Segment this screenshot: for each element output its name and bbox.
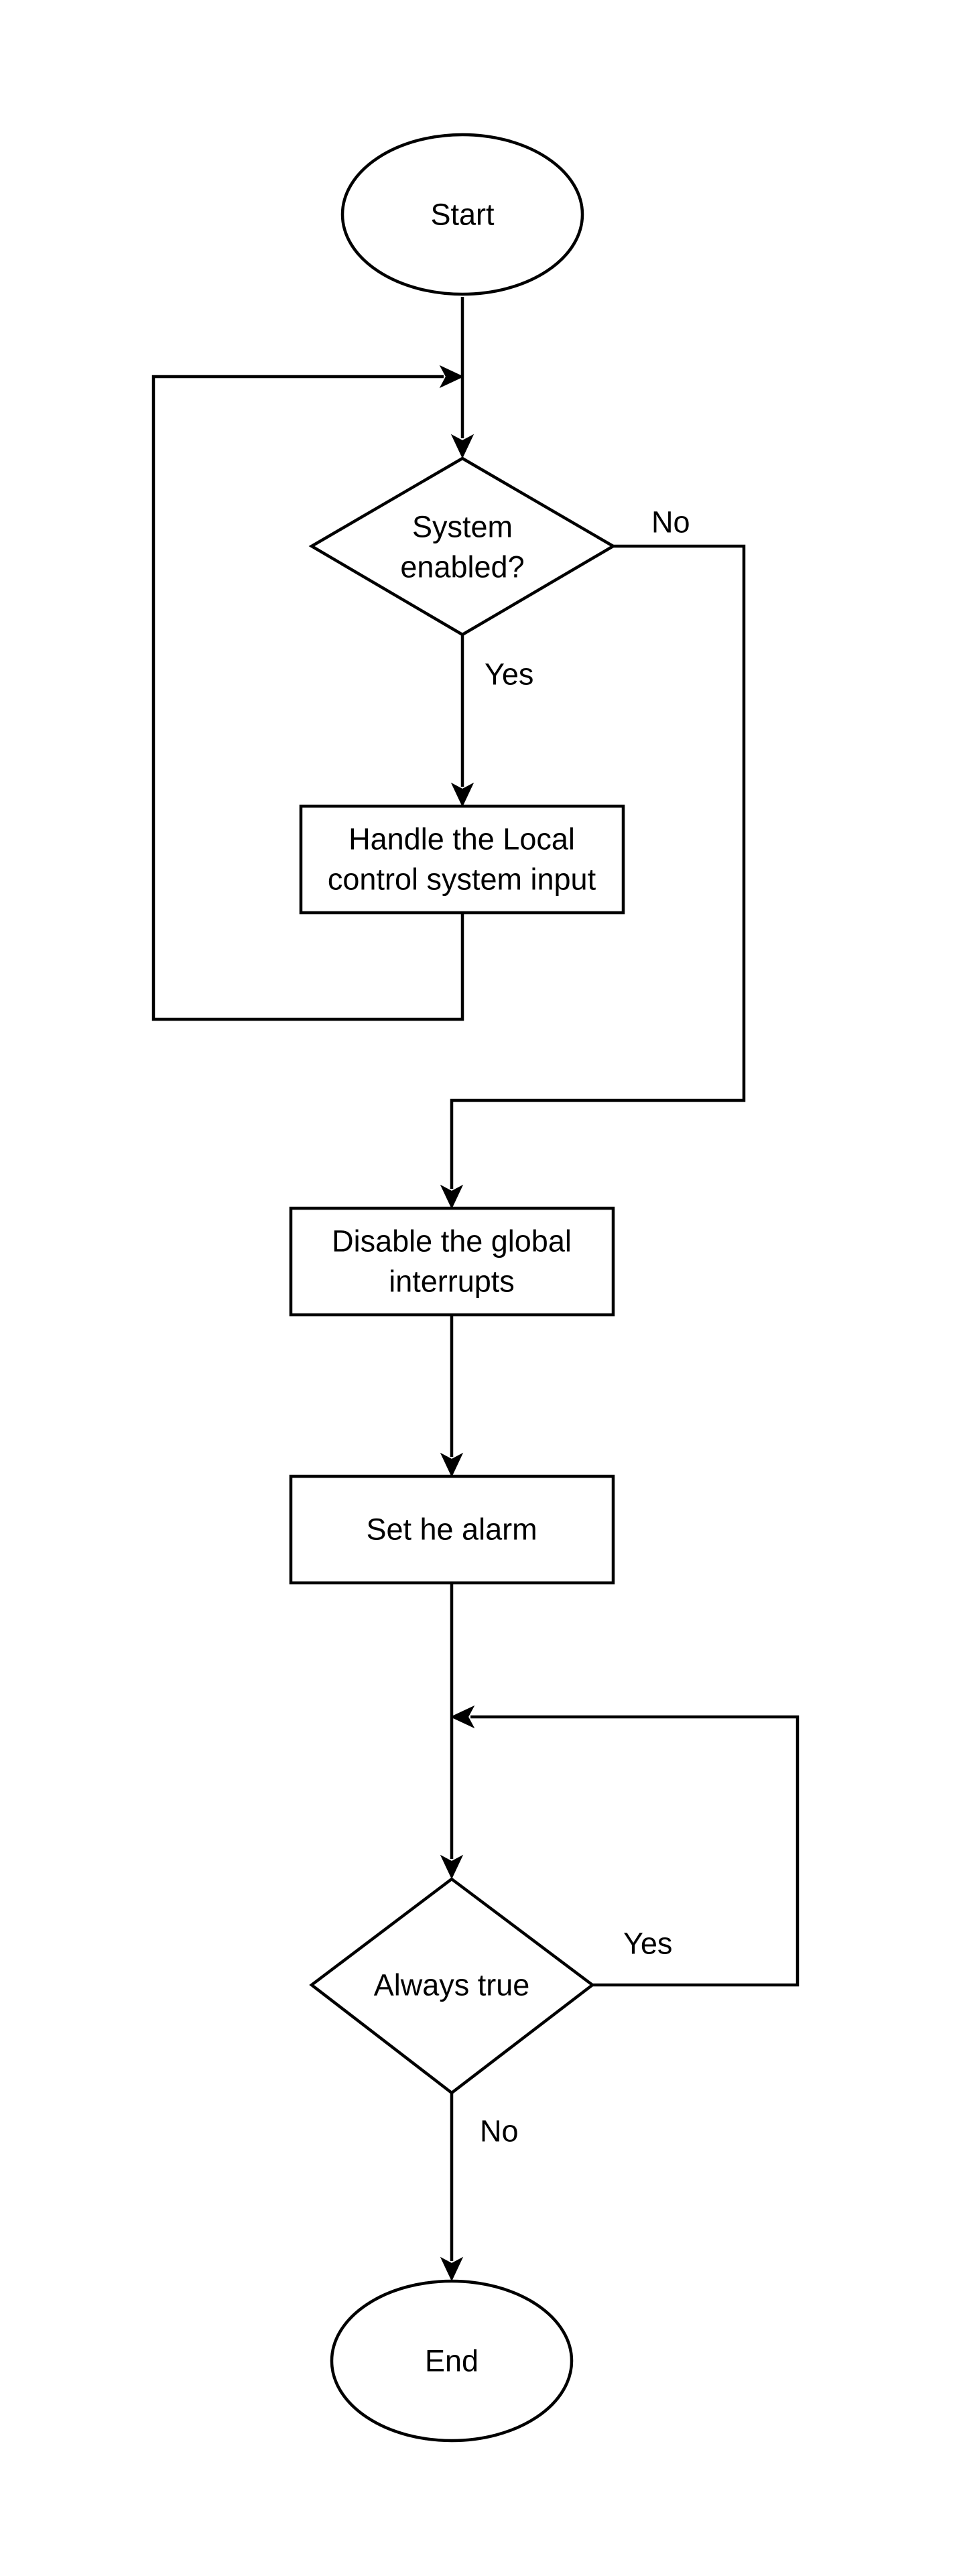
- edge-label-always-true-no: No: [480, 2114, 519, 2148]
- arrowhead-handle-local-top: [450, 782, 474, 808]
- edge-handle-local-loop-back: [151, 375, 464, 1021]
- node-label-always-true: Always true: [374, 1968, 530, 2002]
- process-set-alarm-shape: [289, 1474, 615, 1585]
- node-label-system-enabled-line1: System: [412, 510, 513, 544]
- edge-label-system-enabled-yes: Yes: [485, 657, 533, 692]
- node-label-disable-line1: Disable the global: [332, 1224, 572, 1259]
- decision-system-enabled-shape: [308, 456, 617, 637]
- edge-label-always-true-yes: Yes: [623, 1927, 672, 1961]
- decision-always-true-shape: [309, 1877, 595, 2095]
- node-system-enabled: System enabled?: [308, 456, 617, 637]
- node-label-handle-local-line1: Handle the Local: [348, 822, 575, 856]
- node-disable-interrupts: Disable the global interrupts: [289, 1206, 615, 1317]
- arrowhead-loop-merge: [439, 365, 464, 389]
- arrowhead-always-true-loop-merge: [450, 1705, 475, 1729]
- edge-labels: No Yes Yes No: [480, 505, 690, 2148]
- arrowhead-system-enabled-top: [450, 434, 474, 459]
- node-label-disable-line2: interrupts: [389, 1265, 515, 1299]
- edge-system-enabled-no: [450, 544, 746, 1189]
- node-label-system-enabled-line2: enabled?: [400, 550, 524, 584]
- node-label-handle-local-line2: control system input: [328, 862, 596, 897]
- node-label-end: End: [425, 2344, 478, 2378]
- terminal-end-shape: [330, 2279, 574, 2443]
- process-handle-local-shape: [299, 804, 625, 915]
- node-always-true: Always true: [309, 1877, 595, 2095]
- node-set-alarm: Set he alarm: [289, 1474, 615, 1585]
- terminal-start-shape: [340, 133, 584, 296]
- arrowhead-disable-top: [440, 1184, 464, 1210]
- arrowhead-end-top: [440, 2256, 464, 2282]
- node-label-start: Start: [430, 198, 495, 232]
- arrowhead-always-true-top: [440, 1854, 464, 1880]
- process-disable-interrupts-shape: [289, 1206, 615, 1317]
- edge-always-true-yes-loop: [470, 1715, 800, 1987]
- node-handle-local: Handle the Local control system input: [299, 804, 625, 915]
- edges: [151, 297, 800, 2282]
- node-end: End: [330, 2279, 574, 2443]
- node-label-set-alarm: Set he alarm: [366, 1512, 537, 1547]
- node-start: Start: [340, 133, 584, 296]
- edge-label-system-enabled-no: No: [651, 505, 690, 539]
- arrowhead-set-alarm-top: [440, 1452, 464, 1478]
